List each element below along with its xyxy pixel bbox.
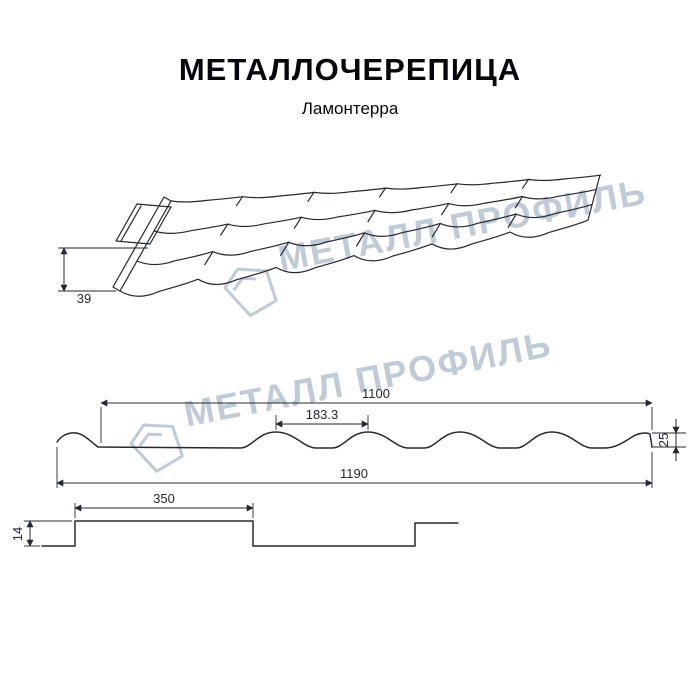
dim-1190-label: 1190 [340,466,368,481]
dim-14: 14 [10,520,72,547]
dim-183: 183.3 [275,407,369,430]
dim-350: 350 [74,491,254,518]
dim-183-label: 183.3 [306,407,339,422]
dim-350-label: 350 [153,491,175,506]
dim-1190: 1190 [56,447,653,488]
profile-cross-section: 1100 183.3 25 1190 [56,386,686,488]
perspective-view: 39 [58,174,602,306]
dim-39-label: 39 [77,291,91,306]
ridge-cap [115,203,172,245]
watermark-lower: МЕТАЛЛ ПРОФИЛЬ [129,323,555,473]
dim-14-label: 14 [10,527,25,541]
dim-39: 39 [58,247,148,306]
profile-outline [56,431,653,449]
page-title: МЕТАЛЛОЧЕРЕПИЦА [178,52,522,87]
watermark-upper: МЕТАЛЛ ПРОФИЛЬ [223,171,650,318]
page-subtitle: Ламонтерра [301,99,399,118]
tile-front-edge [119,219,589,297]
dim-25-label: 25 [656,433,671,447]
tile-step-lines [204,178,530,266]
overlap-outline [41,520,459,547]
metal-profil-logo-icon [223,267,278,318]
dim-25: 25 [652,419,686,461]
sheet-left-edge [112,196,172,292]
dim-1100-label: 1100 [362,386,390,401]
metal-profil-logo-icon [129,423,184,473]
dim-1100: 1100 [100,386,653,443]
overlap-profile: 350 14 [10,491,459,547]
sheet-right-edge [587,174,601,221]
